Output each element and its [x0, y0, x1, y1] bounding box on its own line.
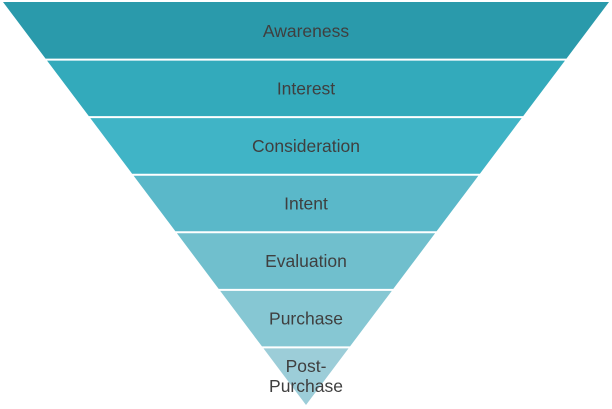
- funnel-stage-shape: [3, 2, 609, 59]
- funnel-stage: Purchase: [220, 290, 392, 347]
- funnel-stage-label: Awareness: [263, 21, 350, 41]
- funnel-stage-shape: [176, 233, 436, 289]
- funnel-stage-label: Consideration: [252, 136, 360, 156]
- funnel-stage: Interest: [47, 60, 565, 117]
- funnel-stage: Evaluation: [176, 233, 436, 289]
- funnel-stage: Awareness: [3, 2, 609, 59]
- funnel-stage-shape: [220, 290, 392, 347]
- funnel-stage: Intent: [133, 175, 479, 232]
- funnel-stage-label: Post-Purchase: [269, 356, 343, 396]
- funnel-stage-label: Intent: [284, 194, 328, 214]
- funnel-stage-label: Evaluation: [265, 251, 347, 271]
- funnel-stage-shape: [90, 118, 522, 174]
- funnel-stage: Post-Purchase: [263, 348, 349, 405]
- funnel-stage: Consideration: [90, 118, 522, 174]
- funnel-stage-shape: [133, 175, 479, 232]
- funnel-stage-shape: [47, 60, 565, 117]
- funnel-stage-shape: [263, 348, 349, 405]
- funnel-stage-label: Interest: [277, 78, 335, 98]
- funnel-stage-label: Purchase: [269, 309, 343, 329]
